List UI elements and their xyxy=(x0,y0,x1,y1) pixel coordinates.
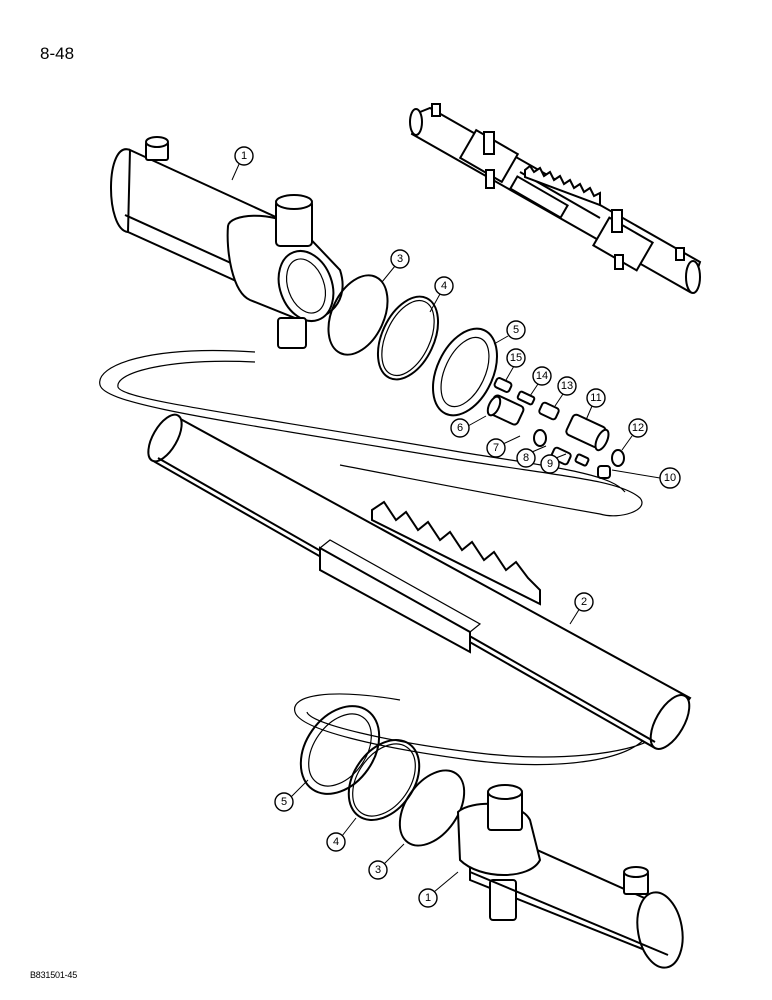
callout-10: 10 xyxy=(611,467,681,489)
assembled-cylinder-view xyxy=(409,103,702,294)
upper-loop-outline xyxy=(99,349,643,517)
callout-label: 7 xyxy=(493,442,499,454)
o-ring-top xyxy=(327,274,389,356)
callout-3-bottom: 3 xyxy=(368,843,405,880)
callout-label: 5 xyxy=(513,324,519,336)
callout-13: 13 xyxy=(554,376,577,407)
o-ring-bottom xyxy=(398,769,466,847)
callout-5-bottom: 5 xyxy=(274,779,309,812)
callout-2: 2 xyxy=(569,592,594,625)
seal-top xyxy=(432,327,498,417)
cylinder-housing-top xyxy=(110,136,344,349)
callout-8: 8 xyxy=(516,445,547,468)
seal-bottom xyxy=(299,705,381,795)
callout-4-bottom: 4 xyxy=(326,817,357,852)
callout-3-top: 3 xyxy=(381,249,410,283)
callout-1-bottom: 1 xyxy=(418,871,459,908)
backup-ring-bottom xyxy=(347,739,421,821)
callout-6: 6 xyxy=(450,415,487,438)
callout-label: 15 xyxy=(510,352,522,364)
callout-5-top: 5 xyxy=(493,320,526,345)
callout-4-top: 4 xyxy=(429,276,454,313)
callout-label: 6 xyxy=(457,422,463,434)
callout-label: 2 xyxy=(581,596,587,608)
callout-7: 7 xyxy=(486,435,521,458)
cylinder-housing-bottom xyxy=(456,784,684,969)
callout-label: 13 xyxy=(561,380,573,392)
callout-12: 12 xyxy=(621,418,648,451)
callout-label: 8 xyxy=(523,452,529,464)
callout-label: 4 xyxy=(333,836,339,848)
callout-15: 15 xyxy=(505,348,526,381)
callout-label: 5 xyxy=(281,796,287,808)
callout-11: 11 xyxy=(585,388,606,421)
piston-rod xyxy=(147,413,692,750)
backup-ring-top xyxy=(376,295,440,381)
callout-label: 10 xyxy=(664,472,676,484)
callout-label: 1 xyxy=(425,892,431,904)
callout-1-top: 1 xyxy=(231,146,254,181)
callout-label: 4 xyxy=(441,280,447,292)
callout-label: 9 xyxy=(547,458,553,470)
callout-label: 12 xyxy=(632,422,644,434)
callout-14: 14 xyxy=(529,366,552,397)
lower-loop-outline xyxy=(294,693,651,766)
callout-label: 3 xyxy=(397,253,403,265)
figure-code: B831501-45 xyxy=(30,970,78,980)
valve-parts xyxy=(486,377,625,479)
callout-label: 3 xyxy=(375,864,381,876)
page-number: 8-48 xyxy=(40,44,75,63)
callout-9: 9 xyxy=(540,453,567,474)
callout-label: 14 xyxy=(536,370,548,382)
callout-label: 11 xyxy=(590,392,601,404)
callout-label: 1 xyxy=(241,150,247,162)
